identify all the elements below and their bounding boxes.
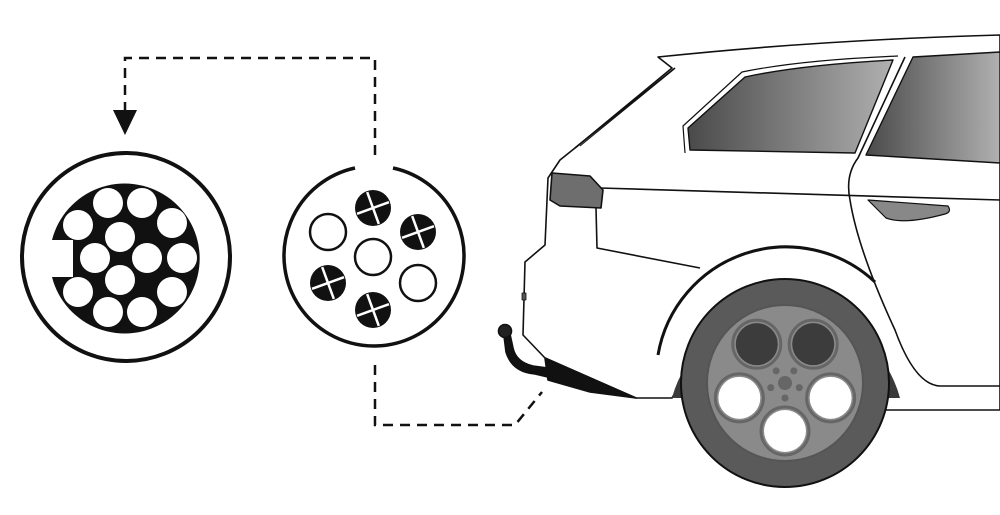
pin-crossed xyxy=(310,265,346,301)
lug-nut xyxy=(772,367,780,375)
lug-nut xyxy=(795,384,803,392)
pin-hole xyxy=(127,297,157,327)
pin-hole xyxy=(157,208,187,238)
pin-hole xyxy=(105,222,135,252)
door-handle xyxy=(867,199,951,222)
pin-hole xyxy=(63,277,93,307)
pin-crossed xyxy=(400,214,436,250)
pin-open xyxy=(353,237,393,277)
pin-open xyxy=(308,212,348,252)
pin-crossed xyxy=(355,292,391,328)
connector-13-pin xyxy=(20,151,232,363)
pin-hole xyxy=(80,243,110,273)
pin-hole xyxy=(167,243,197,273)
tow-hitch xyxy=(497,323,637,399)
pin-hole xyxy=(132,243,162,273)
dashed-connection-top xyxy=(123,56,377,155)
rear-wheel xyxy=(680,278,890,488)
taillight xyxy=(549,172,604,209)
connector-7-pin xyxy=(282,166,466,348)
rear-door-window xyxy=(865,51,1000,164)
pin-crossed xyxy=(355,190,391,226)
pin-hole xyxy=(63,210,93,240)
lug-nut xyxy=(767,384,775,392)
pin-hole xyxy=(127,188,157,218)
tow-ball xyxy=(497,323,513,339)
pin-hole xyxy=(157,277,187,307)
pin-hole xyxy=(105,265,135,295)
lug-nut xyxy=(781,394,789,402)
pin-hole xyxy=(93,188,123,218)
arrow-down-icon xyxy=(113,110,137,135)
car-illustration xyxy=(497,34,1000,488)
dashed-connection-bottom xyxy=(373,365,543,427)
pin-open xyxy=(398,263,438,303)
rear-quarter-window xyxy=(687,59,894,154)
lug-nut xyxy=(790,367,798,375)
pin-hole xyxy=(93,297,123,327)
